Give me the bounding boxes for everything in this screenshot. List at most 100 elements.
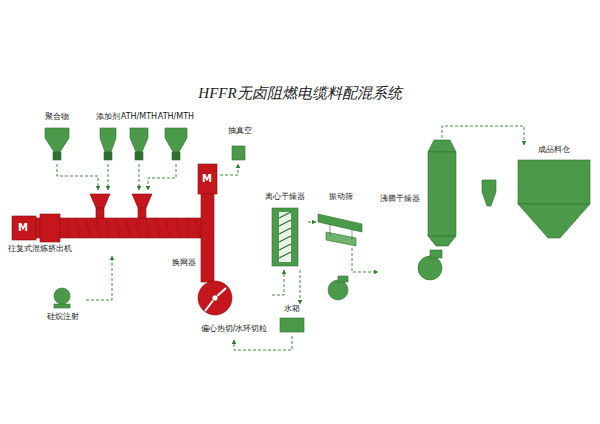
equipment-label: 抽真空 bbox=[228, 126, 252, 136]
screw-flight bbox=[66, 220, 70, 236]
silane-pump bbox=[54, 288, 70, 308]
flow-line bbox=[139, 164, 140, 190]
drawing-part bbox=[352, 229, 353, 240]
equipment-label: 换网器 bbox=[172, 258, 196, 268]
drawing-part bbox=[482, 180, 496, 206]
diagram-title: HFFR无卤阻燃电缆料配混系统 bbox=[0, 84, 600, 103]
blower bbox=[328, 276, 348, 300]
equipment-node: ATH/MTH bbox=[156, 112, 196, 164]
drawing-part bbox=[518, 204, 590, 238]
drawing-part bbox=[330, 224, 331, 236]
drawing-part bbox=[272, 208, 298, 266]
equipment-label: 成品料仓 bbox=[538, 145, 570, 155]
drawing-part bbox=[53, 152, 61, 160]
fluid-bed-dryer bbox=[418, 140, 496, 280]
motor-label: M bbox=[202, 173, 212, 185]
drawing-part bbox=[326, 232, 356, 246]
flow-line bbox=[300, 270, 301, 304]
equipment-label: ATH/MTH bbox=[121, 112, 157, 122]
motor-label: M bbox=[18, 222, 28, 234]
drawing-part bbox=[198, 164, 217, 194]
drawing-part bbox=[212, 295, 218, 301]
screw-flight bbox=[136, 220, 140, 236]
flow-line bbox=[108, 164, 109, 190]
extruder-screw-marks bbox=[66, 220, 200, 236]
equipment-node: 硅烷注射 bbox=[40, 282, 86, 326]
equipment-node: 沸腾干燥器 bbox=[378, 138, 500, 283]
equipment-label: 硅烷注射 bbox=[47, 312, 79, 322]
screw-flight bbox=[86, 220, 90, 236]
drawing-part bbox=[428, 236, 456, 246]
drawing-part bbox=[138, 208, 146, 218]
equipment-node: 偏心热切/水环切粒 bbox=[196, 280, 272, 340]
equipment-node: 添加剂 bbox=[94, 112, 122, 164]
dryer-hatch bbox=[279, 244, 291, 250]
flow-line bbox=[234, 336, 292, 350]
drawing-part bbox=[135, 152, 143, 160]
drawing-part bbox=[201, 194, 214, 282]
drawing-part bbox=[172, 152, 180, 160]
screw-flight bbox=[196, 220, 200, 236]
drawing-part bbox=[54, 288, 70, 304]
drawing-part bbox=[428, 140, 456, 152]
equipment-label: 离心干燥器 bbox=[265, 192, 305, 202]
drawing-part bbox=[165, 128, 187, 152]
extruder bbox=[12, 194, 206, 242]
drawing-part bbox=[40, 214, 60, 242]
screw-flight bbox=[126, 220, 130, 236]
hoppers bbox=[45, 128, 187, 160]
dryer-hatch bbox=[279, 212, 291, 218]
equipment-node: 离心干燥器 bbox=[262, 192, 308, 270]
equipment-label: 振动筛 bbox=[329, 192, 353, 202]
vibrating-screen bbox=[318, 214, 362, 246]
drawing-part bbox=[45, 128, 69, 152]
drawing-part bbox=[96, 208, 104, 218]
flow-line bbox=[57, 164, 98, 190]
flow-line bbox=[168, 227, 170, 230]
screw-flight bbox=[176, 220, 180, 236]
drawing-part bbox=[205, 288, 226, 311]
dryer-hatch bbox=[279, 252, 291, 258]
drawing-part bbox=[328, 280, 348, 300]
screw-flight bbox=[96, 220, 100, 236]
flow-line bbox=[442, 126, 524, 145]
equipment-node: 抽真空 bbox=[220, 126, 260, 164]
drawing-part bbox=[279, 212, 291, 262]
equipment-node: 聚合物 bbox=[40, 112, 74, 164]
flow-line bbox=[220, 164, 238, 175]
equipment-label: 水箱 bbox=[284, 304, 300, 314]
water-tank bbox=[280, 318, 304, 332]
equipment-node: 往复式混炼挤出机 bbox=[4, 190, 168, 256]
drawing-part bbox=[12, 216, 36, 240]
equipment-label: 聚合物 bbox=[45, 112, 69, 122]
drawing-part bbox=[104, 152, 112, 160]
drawing-part bbox=[318, 214, 362, 232]
equipment-node: 振动筛 bbox=[316, 192, 366, 248]
drawing-part bbox=[279, 212, 291, 258]
drawing-part bbox=[198, 281, 232, 315]
drawing-part bbox=[418, 256, 442, 280]
drawing-part bbox=[518, 160, 590, 204]
drawing-part bbox=[36, 218, 206, 238]
screw-flight bbox=[186, 220, 190, 236]
flow-line bbox=[148, 164, 176, 190]
drawing-part bbox=[280, 318, 304, 332]
dryer-hatch bbox=[279, 220, 291, 226]
centrifugal-dryer bbox=[272, 208, 298, 266]
flow-line bbox=[272, 270, 284, 295]
dryer-hatch bbox=[279, 228, 291, 234]
screw-flight bbox=[156, 220, 160, 236]
screw-flight bbox=[106, 220, 110, 236]
equipment-label: 偏心热切/水环切粒 bbox=[201, 324, 268, 334]
flow-line bbox=[352, 248, 378, 272]
dryer-hatch bbox=[279, 236, 291, 242]
screw-flight bbox=[166, 220, 170, 236]
flow-line bbox=[308, 222, 316, 223]
drawing-part bbox=[132, 194, 152, 208]
product-silo bbox=[518, 160, 590, 238]
drawing-part bbox=[130, 128, 148, 152]
drawing-part bbox=[100, 128, 116, 152]
